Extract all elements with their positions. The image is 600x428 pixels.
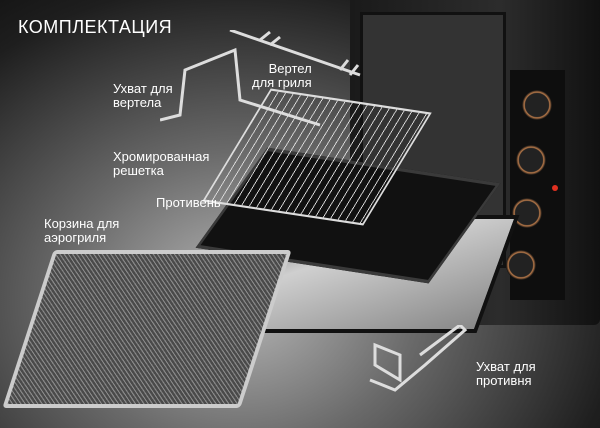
label-pan: Противень [156, 195, 221, 210]
pan-holder-icon [369, 325, 468, 392]
label-basket: Корзина для аэрогриля [44, 216, 120, 245]
indicator-light [552, 185, 558, 191]
knob-icon [506, 250, 536, 280]
page-title: КОМПЛЕКТАЦИЯ [18, 17, 173, 37]
label-spit-holder: Ухват для вертела [113, 81, 173, 110]
label-pan-holder: Ухват для противня [476, 359, 536, 388]
airfryer-basket [2, 250, 292, 408]
knob-icon [512, 198, 542, 228]
spit-icon [160, 30, 361, 127]
knob-icon [522, 90, 552, 120]
label-spit: Вертел для гриля [252, 61, 312, 90]
control-panel [506, 70, 565, 300]
label-rack: Хромированная решетка [113, 149, 210, 178]
knob-icon [516, 145, 546, 175]
